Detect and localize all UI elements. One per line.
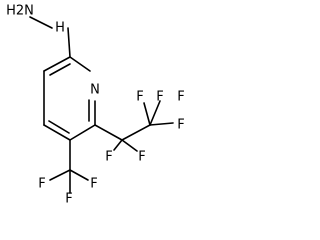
chemical-structure-diagram: H2N H N F F F F F F F F F: [6, 4, 185, 207]
bond-c3-c4: [43, 124, 71, 141]
bond-cf3-fleft: [49, 169, 71, 181]
bond-cf3b-fmid: [149, 100, 161, 126]
bond-cf2-fright: [121, 139, 138, 152]
atom-label-f-top-right: F: [177, 90, 184, 105]
atom-label-f-cf2-right: F: [138, 150, 145, 165]
bond-c2-cf2: [94, 124, 123, 141]
bond-cf2-fleft: [113, 139, 123, 151]
atom-label-f-cf3-bottom: F: [65, 192, 72, 207]
bond-n-c6: [67, 27, 71, 58]
atom-label-f-cf3-left: F: [38, 177, 45, 192]
atom-label-f-cf3-right: F: [90, 177, 97, 192]
atom-label-ring-n: N: [90, 83, 100, 98]
bond-cf2-cf3: [121, 124, 151, 141]
atom-label-nh: H: [55, 21, 65, 36]
bond-c3-c4-inner: [48, 120, 70, 134]
bond-nn: [29, 16, 53, 29]
bond-cf3-fright: [69, 169, 89, 181]
bond-c6-n1: [69, 56, 91, 72]
bond-cf3b-fleft: [143, 102, 151, 126]
bond-cf3b-fright: [149, 122, 174, 126]
atom-label-f-right: F: [177, 118, 184, 133]
bond-c2-c3: [69, 124, 96, 141]
atom-label-f-cf2-left: F: [105, 150, 112, 165]
atom-label-h2n: H2N: [6, 4, 34, 19]
bond-c5-c6: [43, 56, 71, 72]
atom-label-f-top-mid: F: [156, 90, 163, 105]
bond-c5-c6-inner: [49, 63, 71, 76]
atom-label-f-top-left: F: [136, 90, 143, 105]
